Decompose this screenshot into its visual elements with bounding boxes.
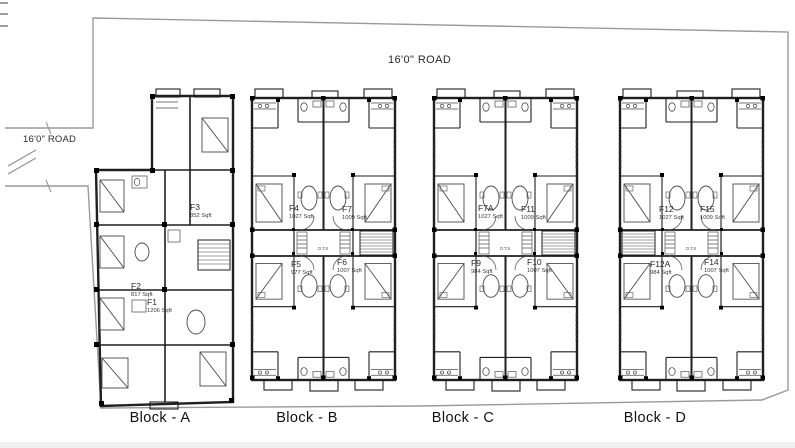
- block-label-c: Block - C: [431, 410, 495, 426]
- unit-area: 1007 Sqft: [527, 267, 552, 274]
- unit-label-f12a: F12A 984 Sqft: [650, 259, 672, 276]
- unit-area: 1009 Sqft: [700, 214, 725, 221]
- block-label-a: Block - A: [129, 410, 191, 426]
- unit-id: F6: [337, 257, 347, 267]
- unit-label-f14: F14 1007 Sqft: [704, 257, 729, 274]
- unit-area: 1206 Sqft: [147, 307, 172, 314]
- unit-label-f11: F11 1009 Sqft: [521, 204, 546, 221]
- unit-area: 1009 Sqft: [521, 214, 546, 221]
- unit-label-f2: F2 817 Sqft: [131, 281, 153, 298]
- unit-id: F4: [289, 203, 299, 213]
- road-dimension-ticks: [45, 121, 52, 193]
- unit-id: F11: [521, 204, 536, 214]
- unit-id: F7A: [478, 203, 494, 213]
- unit-id: F12: [659, 204, 674, 214]
- unit-id: F1: [147, 297, 157, 307]
- unit-area: 984 Sqft: [650, 269, 672, 276]
- lobby-ots-label-b: O.T.S: [318, 246, 329, 251]
- unit-label-f6: F6 1007 Sqft: [337, 257, 362, 274]
- unit-id: F12A: [650, 259, 671, 269]
- unit-label-f7a: F7A 1027 Sqft: [478, 203, 503, 220]
- unit-id: F7: [342, 204, 352, 214]
- unit-label-f10: F10 1007 Sqft: [527, 257, 552, 274]
- unit-id: F3: [190, 202, 200, 212]
- unit-area: 1009 Sqft: [342, 214, 367, 221]
- unit-label-f4: F4 1027 Sqft: [289, 203, 314, 220]
- unit-label-f15: F15 1009 Sqft: [700, 204, 725, 221]
- unit-area: 1007 Sqft: [337, 267, 362, 274]
- block-label-d: Block - D: [623, 410, 687, 426]
- unit-area: 1027 Sqft: [478, 213, 503, 220]
- unit-id: F15: [700, 204, 715, 214]
- unit-label-f5: F5 977 Sqft: [291, 259, 313, 276]
- unit-area: 852 Sqft: [190, 212, 212, 219]
- unit-area: 817 Sqft: [131, 291, 153, 298]
- lobby-ots-label-d: O.T.S: [686, 246, 697, 251]
- unit-area: 1007 Sqft: [704, 267, 729, 274]
- road-label-top: 16'0" ROAD: [388, 54, 452, 66]
- block-label-b: Block - B: [276, 410, 338, 426]
- unit-id: F14: [704, 257, 719, 267]
- unit-label-f7: F7 1009 Sqft: [342, 204, 367, 221]
- unit-id: F10: [527, 257, 542, 267]
- unit-label-f12: F12 1027 Sqft: [659, 204, 684, 221]
- unit-id: F2: [131, 281, 141, 291]
- unit-area: 984 Sqft: [471, 268, 493, 275]
- image-edge-band: [0, 442, 795, 448]
- corner-edge-marks: [0, 2, 8, 27]
- block-c-plan: [432, 89, 579, 391]
- unit-area: 1027 Sqft: [289, 213, 314, 220]
- lobby-ots-label-c: O.T.S: [500, 246, 511, 251]
- block-b-plan: [250, 89, 397, 391]
- unit-area: 1027 Sqft: [659, 214, 684, 221]
- road-label-left: 16'0" ROAD: [23, 134, 77, 145]
- block-a-plan: [94, 88, 235, 410]
- unit-label-f3: F3 852 Sqft: [190, 202, 212, 219]
- site-boundary: [5, 17, 789, 409]
- unit-id: F5: [291, 259, 301, 269]
- unit-label-f9: F9 984 Sqft: [471, 258, 493, 275]
- block-d-plan: [618, 89, 765, 391]
- unit-area: 977 Sqft: [291, 269, 313, 276]
- unit-label-f1: F1 1206 Sqft: [147, 297, 172, 314]
- road-break-symbol: [7, 149, 37, 175]
- unit-id: F9: [471, 258, 481, 268]
